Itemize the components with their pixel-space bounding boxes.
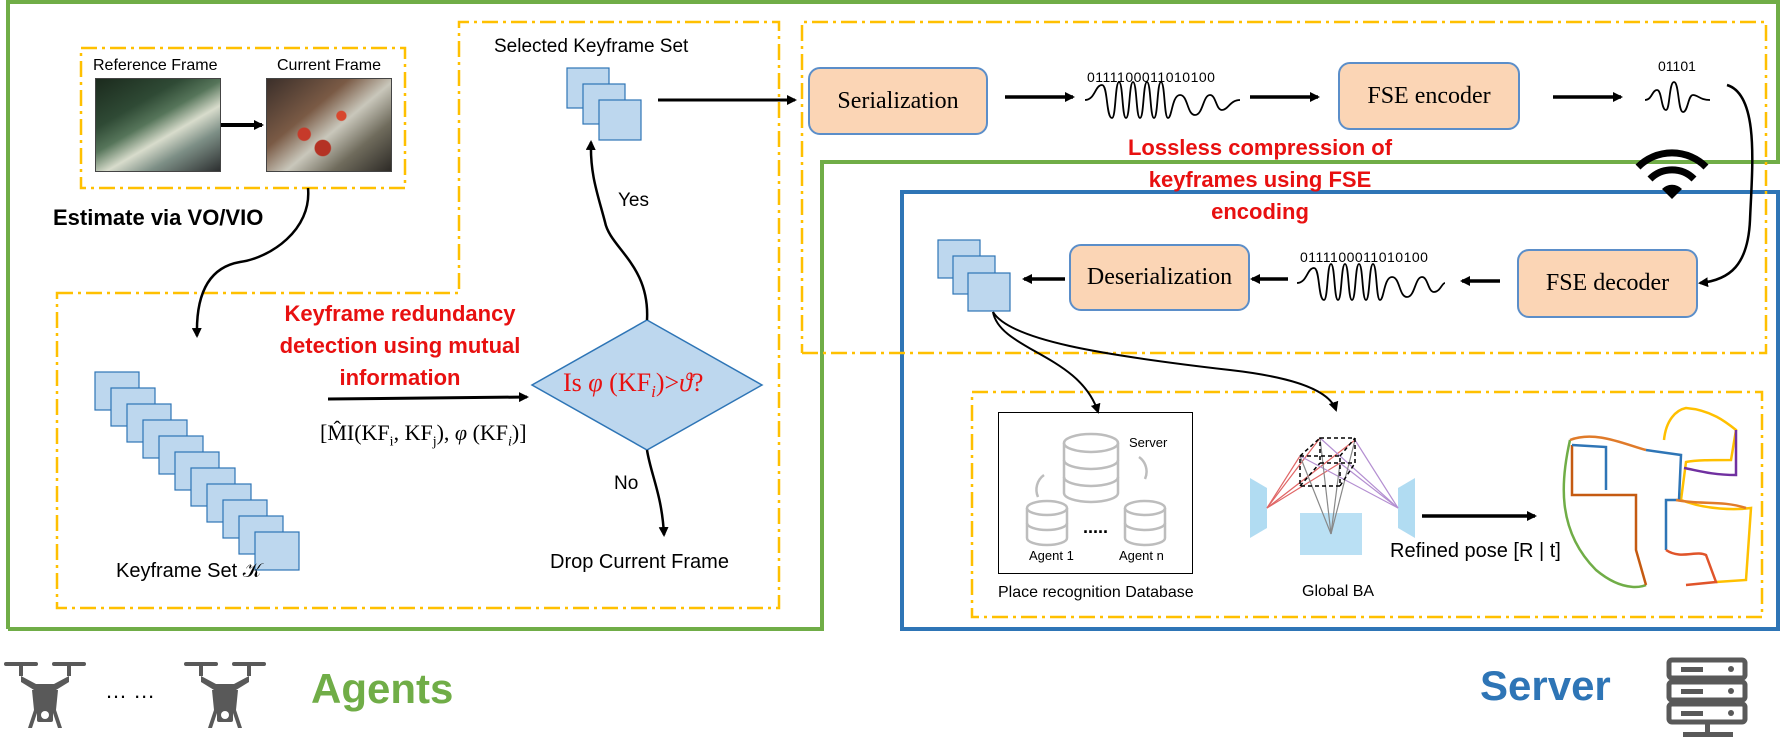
bitstream-wave-short bbox=[1644, 81, 1711, 113]
fse-encoder-label: FSE encoder bbox=[1367, 82, 1491, 109]
current-frame-label: Current Frame bbox=[277, 57, 382, 74]
keyframe-set-stack bbox=[94, 371, 300, 571]
bitstream-wave-2 bbox=[1296, 263, 1446, 301]
wifi-icon bbox=[1635, 149, 1709, 199]
deserialization-label: Deserialization bbox=[1086, 264, 1233, 290]
serialization-label: Serialization bbox=[837, 87, 959, 114]
drone-icon bbox=[184, 662, 266, 728]
db-agentn-label: Agent n bbox=[1119, 548, 1164, 563]
reference-frame-image bbox=[95, 78, 221, 172]
fse-encoder-box: FSE encoder bbox=[1338, 62, 1520, 130]
server-label: Server bbox=[1480, 662, 1611, 709]
keyframe-selection-group bbox=[55, 20, 781, 610]
db-dots: ..... bbox=[1083, 517, 1109, 537]
bitstream-wave-1 bbox=[1084, 81, 1241, 119]
mi-formula: [M̂I(KFi, KFj), φ (KFi)] bbox=[320, 420, 527, 450]
deserialization-box: Deserialization bbox=[1069, 244, 1250, 311]
keyframe-set-label: Keyframe Set 𝒦 bbox=[116, 560, 262, 582]
db-agent1-label: Agent 1 bbox=[1029, 548, 1074, 563]
refined-pose-label: Refined pose [R | t] bbox=[1390, 540, 1561, 562]
selected-keyframe-label: Selected Keyframe Set bbox=[494, 36, 689, 57]
agents-dots: … … bbox=[105, 678, 156, 703]
current-frame-image bbox=[266, 78, 392, 172]
db-server-label: Server bbox=[1129, 435, 1168, 450]
decision-text: Is φ (KFi)>ϑ? bbox=[563, 368, 704, 402]
reference-frame-label: Reference Frame bbox=[93, 57, 218, 74]
yes-label: Yes bbox=[618, 190, 649, 211]
server-region-border bbox=[900, 190, 1780, 631]
global-ba-graphic bbox=[1250, 437, 1415, 555]
drone-icon bbox=[4, 662, 86, 728]
global-ba-label: Global BA bbox=[1302, 583, 1375, 600]
bitstream-label-2: 0111100011010100 bbox=[1300, 249, 1429, 265]
keyframe-tile bbox=[254, 531, 300, 571]
fse-decoder-label: FSE decoder bbox=[1545, 270, 1670, 296]
trajectory-plot bbox=[1562, 406, 1753, 589]
no-label: No bbox=[614, 473, 639, 494]
bitstream-label-1: 0111100011010100 bbox=[1087, 69, 1216, 85]
backend-group bbox=[970, 390, 1764, 619]
agents-label: Agents bbox=[311, 665, 454, 712]
place-recognition-panel: Server ..... Agent 1 Agent n bbox=[998, 412, 1193, 574]
fse-decoder-box: FSE decoder bbox=[1517, 249, 1698, 318]
deserialized-keyframe-stack bbox=[937, 239, 1011, 312]
selected-keyframe-stack bbox=[566, 67, 642, 141]
database-icon bbox=[1025, 432, 1167, 547]
drop-frame-label: Drop Current Frame bbox=[550, 551, 729, 573]
agent-region-border bbox=[6, 0, 1780, 631]
bitstream-label-short: 01101 bbox=[1658, 58, 1696, 74]
server-rack-icon bbox=[1666, 657, 1748, 737]
compression-group bbox=[800, 20, 1768, 355]
compression-annotation: Lossless compression of keyframes using … bbox=[1127, 135, 1393, 224]
redundancy-annotation: Keyframe redundancy detection using mutu… bbox=[279, 301, 521, 390]
estimate-label: Estimate via VO/VIO bbox=[53, 205, 264, 230]
serialization-box: Serialization bbox=[808, 67, 988, 135]
place-recognition-label: Place recognition Database bbox=[998, 584, 1194, 601]
